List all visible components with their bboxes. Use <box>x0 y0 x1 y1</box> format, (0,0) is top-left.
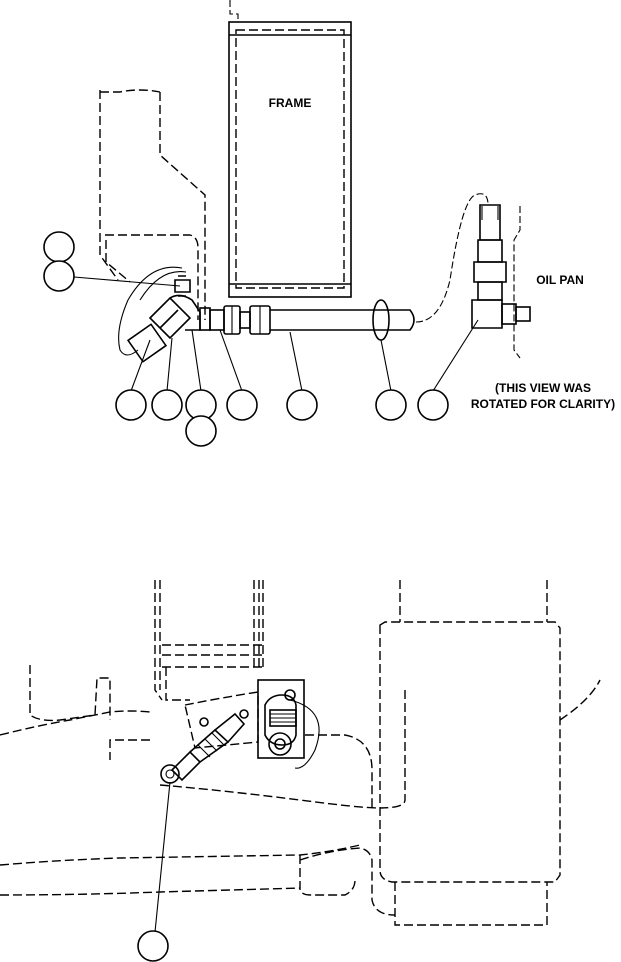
bottom-sender-assembly <box>160 679 320 784</box>
callout-circle <box>115 389 147 421</box>
oil-pan-fittings: OIL PAN (THIS VIEW WAS ROTATED FOR CLARI… <box>471 204 615 411</box>
callout-circle <box>375 389 407 421</box>
callout-circle <box>43 231 75 263</box>
callout-circle <box>151 389 183 421</box>
callout-circle <box>417 389 449 421</box>
callout-circle <box>137 930 169 962</box>
rotated-note-line1: (THIS VIEW WAS <box>495 381 591 395</box>
callout-circle <box>185 415 217 447</box>
oil-pan-label: OIL PAN <box>536 273 584 287</box>
bottom-view <box>0 580 601 962</box>
rotated-note-line2: ROTATED FOR CLARITY) <box>471 397 615 411</box>
engine-outline <box>0 580 601 926</box>
callout-circle <box>286 389 318 421</box>
mount-bracket <box>99 89 206 320</box>
frame-rail: FRAME <box>228 0 352 298</box>
top-leader-lines <box>73 276 479 392</box>
callout-circle <box>226 389 258 421</box>
top-callouts <box>43 231 449 447</box>
sender-assembly <box>118 266 211 363</box>
frame-label: FRAME <box>269 96 312 110</box>
hose-assembly <box>209 193 489 341</box>
callout-circle <box>43 260 75 292</box>
bottom-frame-members <box>154 580 264 701</box>
bottom-leader-line <box>154 781 171 933</box>
top-view: FRAME <box>43 0 615 447</box>
